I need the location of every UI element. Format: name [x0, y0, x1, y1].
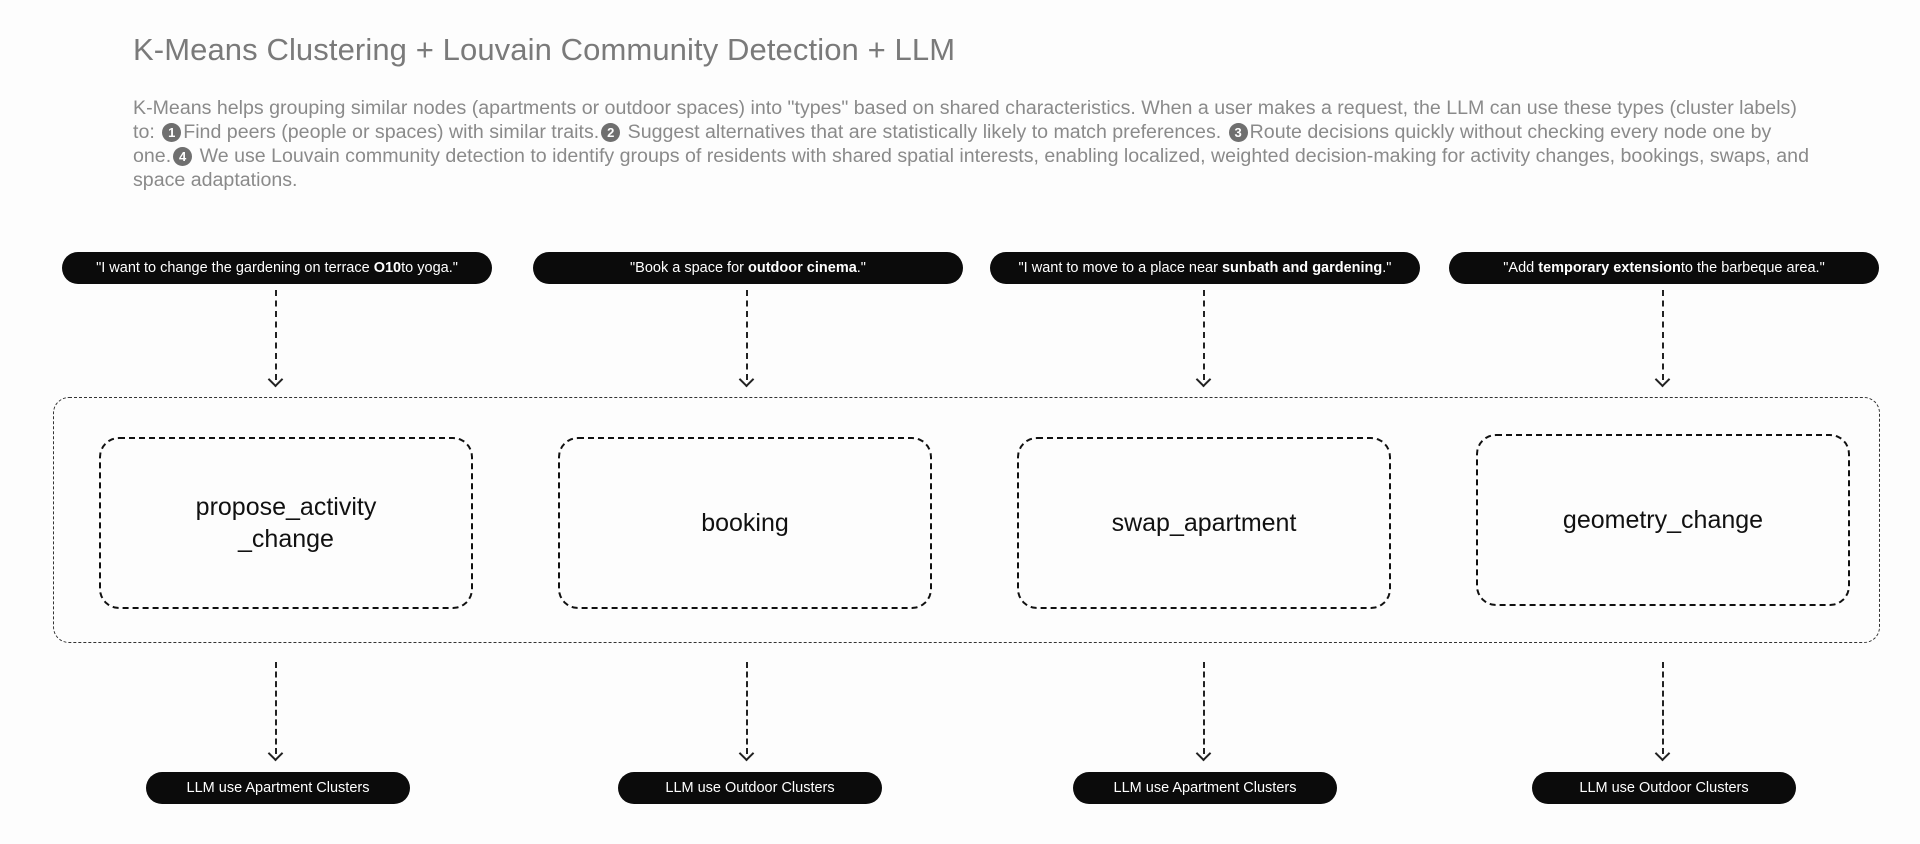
step-4-badge: 4 — [173, 147, 193, 166]
connector-line — [275, 662, 277, 754]
arrow-down-icon — [738, 371, 755, 388]
description: K-Means helps grouping similar nodes (ap… — [133, 96, 1813, 192]
request-text: ." — [856, 260, 866, 276]
step-1-badge: 1 — [162, 123, 182, 142]
description-intro: K-Means helps grouping similar nodes (ap… — [133, 97, 1797, 143]
connector-line — [1203, 290, 1205, 380]
request-text: to the barbeque area." — [1680, 260, 1825, 276]
intent-label: geometry_change — [1562, 506, 1764, 534]
connector-line — [746, 290, 748, 380]
step-2-badge: 2 — [601, 123, 621, 142]
arrow-down-icon — [267, 745, 284, 762]
step-3-badge: 3 — [1228, 123, 1248, 142]
request-text: "Book a space for — [630, 260, 744, 276]
arrow-down-icon — [1195, 371, 1212, 388]
result-pill: LLM use Apartment Clusters — [146, 772, 410, 804]
page-title: K-Means Clustering + Louvain Community D… — [133, 32, 956, 67]
result-pill: LLM use Apartment Clusters — [1073, 772, 1337, 804]
intent-label: booking — [701, 509, 789, 537]
request-keyword: sunbath and gardening — [1221, 260, 1383, 276]
intent-label: _change — [238, 525, 334, 553]
intent-box: booking — [558, 437, 932, 609]
request-pill: "Book a space for outdoor cinema." — [533, 252, 963, 284]
intent-label: swap_apartment — [1111, 509, 1297, 537]
request-text: "I want to change the gardening on terra… — [96, 260, 370, 276]
arrow-down-icon — [1654, 371, 1671, 388]
intent-label: propose_activity — [195, 493, 377, 521]
request-text: to yoga." — [401, 260, 458, 276]
request-pill: "Add temporary extension to the barbeque… — [1449, 252, 1879, 284]
intent-box: geometry_change — [1476, 434, 1850, 606]
request-text: "I want to move to a place near — [1018, 260, 1218, 276]
request-keyword: outdoor cinema — [748, 260, 857, 276]
connector-line — [1203, 662, 1205, 754]
request-keyword: temporary extension — [1538, 260, 1681, 276]
description-point-1: Find peers (people or spaces) with simil… — [183, 121, 600, 143]
description-point-3: Route decisions quickly without checking… — [133, 121, 1772, 167]
arrow-down-icon — [267, 371, 284, 388]
description-point-4: We use Louvain community detection to id… — [133, 145, 1809, 191]
request-pill: "I want to move to a place near sunbath … — [990, 252, 1420, 284]
request-text: ." — [1382, 260, 1392, 276]
request-pill: "I want to change the gardening on terra… — [62, 252, 492, 284]
connector-line — [746, 662, 748, 754]
result-pill: LLM use Outdoor Clusters — [1532, 772, 1796, 804]
arrow-down-icon — [738, 745, 755, 762]
request-keyword: O10 — [373, 260, 402, 276]
connector-line — [1662, 662, 1664, 754]
result-pill: LLM use Outdoor Clusters — [618, 772, 882, 804]
arrow-down-icon — [1654, 745, 1671, 762]
intent-box: swap_apartment — [1017, 437, 1391, 609]
connector-line — [275, 290, 277, 380]
connector-line — [1662, 290, 1664, 380]
description-point-2: Suggest alternatives that are statistica… — [622, 121, 1227, 143]
arrow-down-icon — [1195, 745, 1212, 762]
request-text: "Add — [1503, 260, 1535, 276]
intent-box: propose_activity _change — [99, 437, 473, 609]
intent-group-container — [53, 397, 1880, 643]
